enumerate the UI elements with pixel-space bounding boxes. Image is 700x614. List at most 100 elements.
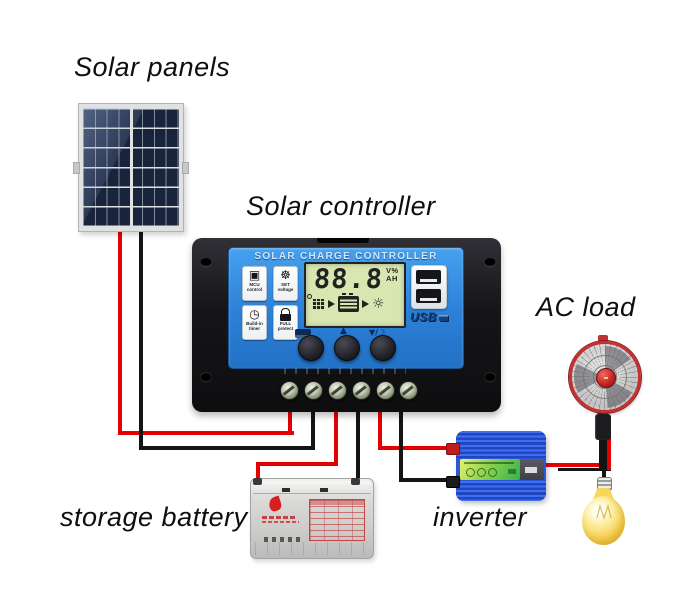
wire-pv-positive-horizontal [118,431,294,435]
label-storage-battery: storage battery [60,502,248,532]
key-mcu-control: ▣ MCU control [242,266,267,301]
wire-battery-negative-drop [356,410,360,484]
terminal-markings [284,368,406,374]
key-full-protect: FULL protect [273,305,298,340]
terminal-screw [398,381,418,400]
solar-panel-divider [129,108,133,227]
gear-icon: ☸ [280,268,291,282]
label-ac-load: AC load [536,292,636,322]
mount-hole-icon [484,372,496,381]
clock-icon: ◷ [249,307,260,321]
fan-grille-ring [593,365,617,389]
light-bulb [582,496,625,545]
lcd-reading: 88.8 [312,264,385,295]
battery-vent [282,488,290,492]
label-inverter: inverter [433,502,528,532]
inverter-outlet [525,466,537,473]
fan-hub [596,368,616,388]
wire-bulb-stub [602,468,606,480]
battery-cert-icons [264,537,304,542]
wire-battery-positive-down [256,462,260,486]
fan-pole-joint [595,414,611,440]
battery-spec-table [309,499,365,541]
inverter-outlet-panel [520,459,544,480]
wire-inverter-positive-drop [378,410,382,450]
display-mode-icon [295,329,311,338]
controller-title: SOLAR CHARGE CONTROLLER [254,251,438,262]
usb-logo: USB [410,310,448,324]
label-solar-panels: Solar panels [74,52,231,82]
terminal-screw [279,381,299,400]
lcd-unit-volts: V% [386,266,399,275]
inverter-heatsink-fins [456,431,546,458]
controller-button [370,335,396,361]
usb-port-icon [416,289,441,303]
wire-pv-negative-riser [311,406,315,450]
lcd-arrow-icon [328,300,335,308]
inverter-negative-connector [446,476,460,488]
bulb-filament [596,503,612,520]
inverter-label-icon [466,468,475,477]
fan-clip [598,335,608,342]
terminal-screw [303,381,323,400]
mount-hole-icon [484,257,496,266]
battery-positive-terminal [253,478,262,485]
up-arrow-icon: ▲ [340,326,347,336]
wire-pv-positive-riser [288,406,292,435]
wire-ac-output-negative [558,468,611,471]
controller-faceplate: SOLAR CHARGE CONTROLLER ▣ MCU control ☸ … [228,247,464,369]
solar-panel-mount-tab [182,162,189,174]
inverter-label-mark [508,469,516,474]
usb-ports [411,265,447,309]
lcd-battery-icon [338,293,359,312]
battery-model-text [262,521,299,523]
battery-brand-text [262,516,296,519]
key-label: SET [281,282,290,287]
key-set-voltage: ☸ SET voltage [273,266,298,301]
solar-charge-controller: SOLAR CHARGE CONTROLLER ▣ MCU control ☸ … [192,238,501,412]
lcd-bulb-icon: ☼ [372,296,385,312]
inverter-label-icon [488,468,497,477]
inverter-label [460,459,520,480]
inverter [456,431,546,501]
mount-hole-icon [200,257,212,266]
mcu-chip-icon: ▣ [248,268,261,282]
key-label: control [246,287,263,292]
battery-negative-terminal [351,478,360,485]
wire-pv-negative-horizontal [139,446,315,450]
wire-inverter-negative-drop [399,410,403,482]
bulb-neck [593,488,614,499]
usb-plug-icon [438,315,448,321]
terminal-screw [327,381,347,400]
fan-grille-ring [583,355,627,399]
key-label: voltage [277,287,294,292]
lcd-arrow-icon [362,300,369,308]
lcd-solar-icon [307,293,325,310]
controller-top-tab [317,238,369,243]
key-label: protect [277,326,294,331]
wire-pv-negative-vertical [139,229,143,450]
wire-inverter-negative-horizontal [399,478,455,482]
ac-load-fan [569,341,641,413]
solar-panel [73,103,189,232]
wire-inverter-positive-horizontal [378,446,454,450]
controller-button [298,335,324,361]
usb-port-icon [416,270,441,284]
battery-ribs [255,542,369,555]
key-built-in-timer: ◷ Build-in timer [242,305,267,340]
lcd-unit-ah: AH [386,274,398,283]
solar-panel-mount-tab [73,162,80,174]
key-label: Build-in [246,321,263,326]
down-moon-icon: ▼/☽ [369,328,386,337]
lcd-display: 88.8 V% AH ☼ [304,262,406,328]
battery-brand-logo [267,495,283,513]
key-label: MCU [249,282,260,287]
terminal-screw [375,381,395,400]
inverter-heatsink-fins [456,481,546,501]
battery-vent [320,488,328,492]
label-solar-controller: Solar controller [246,191,436,221]
controller-button [334,335,360,361]
wire-battery-positive-horizontal [256,462,338,466]
wire-fan-feed [607,420,611,470]
